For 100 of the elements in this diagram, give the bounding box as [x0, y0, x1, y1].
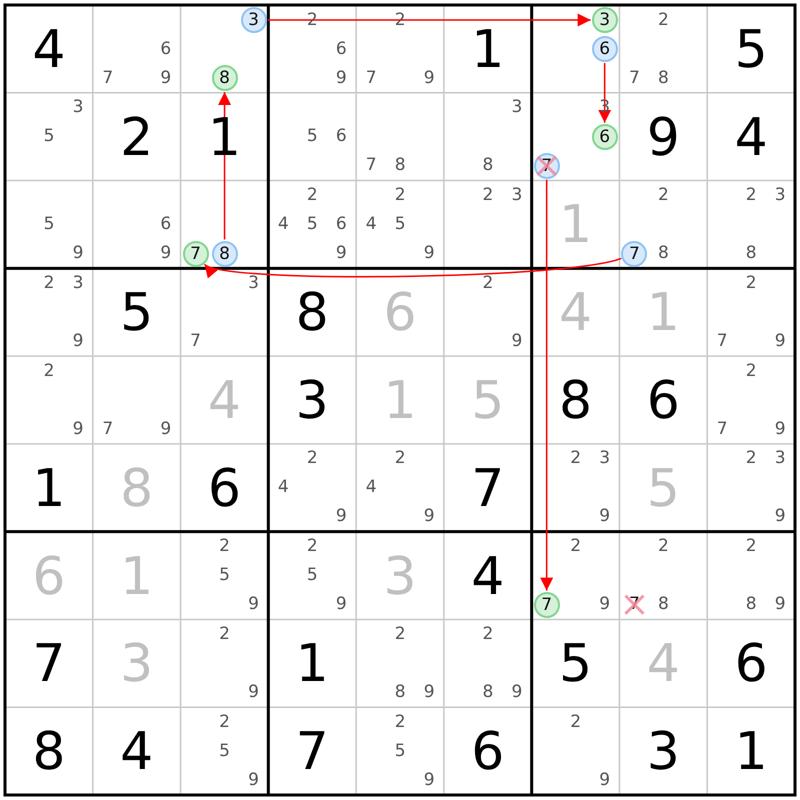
candidate-digit: 7: [629, 70, 640, 86]
given-digit: 6: [646, 375, 680, 427]
candidate-digit: 2: [746, 362, 757, 380]
circled-candidate: 8: [212, 240, 238, 267]
candidate-digit: 3: [511, 187, 522, 204]
given-digit: 6: [208, 462, 241, 515]
circled-candidate: 6: [592, 124, 618, 150]
circled-candidate: 7: [534, 592, 560, 618]
candidate-digit: 9: [599, 772, 610, 789]
solved-digit: 1: [646, 287, 680, 340]
candidate-digit: 2: [306, 187, 318, 204]
candidate-digit: 7: [716, 420, 728, 438]
candidate-digit: 5: [219, 742, 230, 760]
candidate-digit: 2: [44, 362, 54, 380]
candidate-digit: 9: [424, 70, 435, 86]
candidate-digit: 9: [511, 684, 522, 701]
given-digit: 5: [559, 638, 592, 690]
candidate-digit: 9: [160, 245, 172, 262]
candidate-digit: 6: [336, 216, 347, 234]
given-digit: 7: [296, 726, 329, 778]
candidate-digit: 2: [306, 450, 318, 468]
candidate-digit: 9: [599, 508, 610, 526]
candidate-digit: 2: [482, 626, 494, 643]
solved-digit: 3: [383, 550, 417, 603]
candidate-digit: 2: [658, 187, 669, 204]
candidate-digit: 3: [774, 450, 786, 468]
given-digit: 8: [296, 287, 329, 340]
solved-digit: 1: [120, 550, 154, 603]
given-digit: 4: [32, 24, 66, 76]
candidate-digit: 3: [511, 99, 522, 116]
candidate-digit: 4: [278, 479, 289, 496]
candidate-digit: 7: [366, 157, 377, 174]
given-digit: 1: [296, 638, 329, 690]
candidate-digit: 4: [278, 216, 289, 234]
eliminated-candidate: 7: [629, 596, 640, 614]
solved-digit: 3: [120, 638, 154, 690]
circled-candidate: 8: [212, 65, 238, 91]
candidate-digit: 9: [424, 508, 435, 526]
candidate-digit: 5: [44, 216, 54, 234]
candidate-digit: 6: [336, 128, 347, 146]
candidate-digit: 2: [306, 538, 318, 556]
candidate-digit: 7: [102, 420, 114, 438]
candidate-digit: 2: [482, 274, 494, 292]
candidate-digit: 3: [72, 274, 84, 292]
candidate-digit: 9: [511, 332, 522, 350]
candidate-digit: 2: [44, 274, 54, 292]
candidate-digit: 5: [219, 567, 230, 584]
candidate-digit: 7: [716, 332, 728, 350]
arrow: [268, 14, 591, 26]
solved-digit: 4: [646, 638, 680, 690]
candidate-digit: 9: [336, 596, 347, 614]
candidate-digit: 5: [394, 216, 406, 234]
candidate-digit: 2: [570, 538, 582, 556]
candidate-digit: 2: [394, 450, 406, 468]
candidate-digit: 2: [746, 450, 757, 468]
solved-digit: 4: [208, 375, 241, 427]
candidate-digit: 6: [160, 40, 172, 58]
candidate-digit: 8: [482, 684, 494, 701]
solved-digit: 5: [646, 462, 680, 515]
candidate-digit: 9: [774, 508, 786, 526]
candidate-digit: 8: [746, 596, 757, 614]
candidate-digit: 9: [248, 684, 259, 701]
candidate-digit: 9: [424, 772, 435, 789]
solved-digit: 1: [383, 375, 417, 427]
circled-candidate: 3: [592, 7, 618, 33]
given-digit: 3: [296, 375, 329, 427]
circled-candidate: 3: [240, 7, 267, 33]
candidate-digit: 7: [366, 70, 377, 86]
candidate-digit: 7: [190, 332, 201, 350]
candidate-digit: 9: [774, 332, 786, 350]
candidate-digit: 9: [774, 596, 786, 614]
candidate-digit: 2: [658, 538, 669, 556]
given-digit: 8: [32, 726, 66, 778]
given-digit: 4: [120, 726, 154, 778]
candidate-digit: 5: [394, 742, 406, 760]
arrow: [540, 180, 554, 591]
candidate-digit: 2: [394, 714, 406, 731]
candidate-digit: 8: [658, 245, 669, 262]
solved-digit: 5: [471, 375, 504, 427]
candidate-digit: 5: [306, 128, 318, 146]
given-digit: 8: [559, 375, 592, 427]
candidate-digit: 9: [774, 420, 786, 438]
solved-digit: 1: [559, 199, 592, 252]
candidate-digit: 2: [219, 714, 230, 731]
candidate-digit: 9: [160, 420, 172, 438]
candidate-digit: 3: [248, 274, 259, 292]
candidate-digit: 4: [366, 479, 377, 496]
candidate-digit: 9: [336, 508, 347, 526]
candidate-digit: 8: [394, 157, 406, 174]
candidate-digit: 9: [599, 596, 610, 614]
given-digit: 1: [471, 24, 504, 76]
given-digit: 7: [471, 462, 504, 515]
given-digit: 6: [734, 638, 768, 690]
given-digit: 4: [734, 112, 768, 164]
candidate-digit: 9: [248, 772, 259, 789]
circled-candidate: 7: [621, 240, 648, 267]
candidate-digit: 2: [482, 187, 494, 204]
candidate-digit: 2: [746, 274, 757, 292]
candidate-digit: 2: [219, 626, 230, 643]
solved-digit: 6: [383, 287, 417, 340]
